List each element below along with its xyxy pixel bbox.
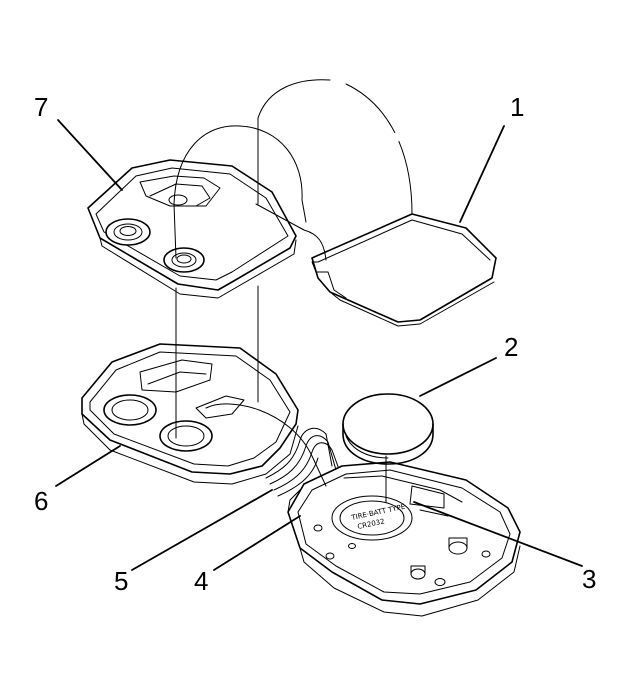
lower-button-pad	[81, 343, 299, 485]
callout-6: 6	[34, 486, 48, 516]
callout-2: 2	[504, 332, 518, 362]
assembly-guide-lines	[173, 79, 413, 503]
coin-battery	[342, 393, 434, 465]
callout-4: 4	[194, 566, 208, 596]
callout-labels: 7 1 2 6 5 4 3	[34, 92, 596, 596]
callout-5: 5	[114, 566, 128, 596]
callout-1: 1	[510, 92, 524, 122]
callout-7: 7	[34, 92, 48, 122]
upper-button-pad	[87, 159, 297, 299]
callout-3: 3	[582, 564, 596, 594]
leader-lines	[55, 119, 583, 571]
battery-cover	[311, 213, 497, 327]
lower-housing: TIRE·BATT TYPE CR2032	[287, 461, 521, 617]
